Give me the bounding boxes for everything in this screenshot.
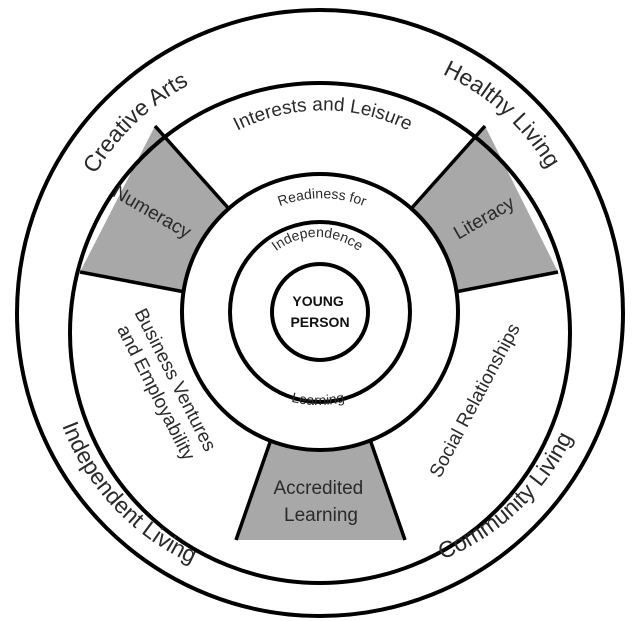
label-learning: Learning <box>290 389 345 408</box>
inner-circle <box>180 172 460 452</box>
core-label: YOUNG PERSON <box>290 293 349 330</box>
label-interests-leisure: Interests and Leisure <box>230 94 415 135</box>
divider-numeracy-top <box>153 124 232 212</box>
label-accredited-learning: Accredited Learning <box>273 478 368 526</box>
middle-circle <box>68 81 572 585</box>
divider-numeracy-bottom <box>79 270 186 294</box>
divider-accredited-right <box>364 427 407 541</box>
label-readiness-for: Readiness for <box>275 185 369 209</box>
literacy-segment <box>410 126 558 292</box>
independence-circle <box>228 220 412 404</box>
divider-literacy-bottom <box>454 270 559 294</box>
numeracy-segment <box>80 126 230 292</box>
core-circle <box>270 262 370 362</box>
divider-accredited-left <box>234 427 277 541</box>
divider-literacy-top <box>408 124 487 212</box>
accredited-learning-segment <box>236 428 405 540</box>
outer-circle <box>15 8 625 618</box>
